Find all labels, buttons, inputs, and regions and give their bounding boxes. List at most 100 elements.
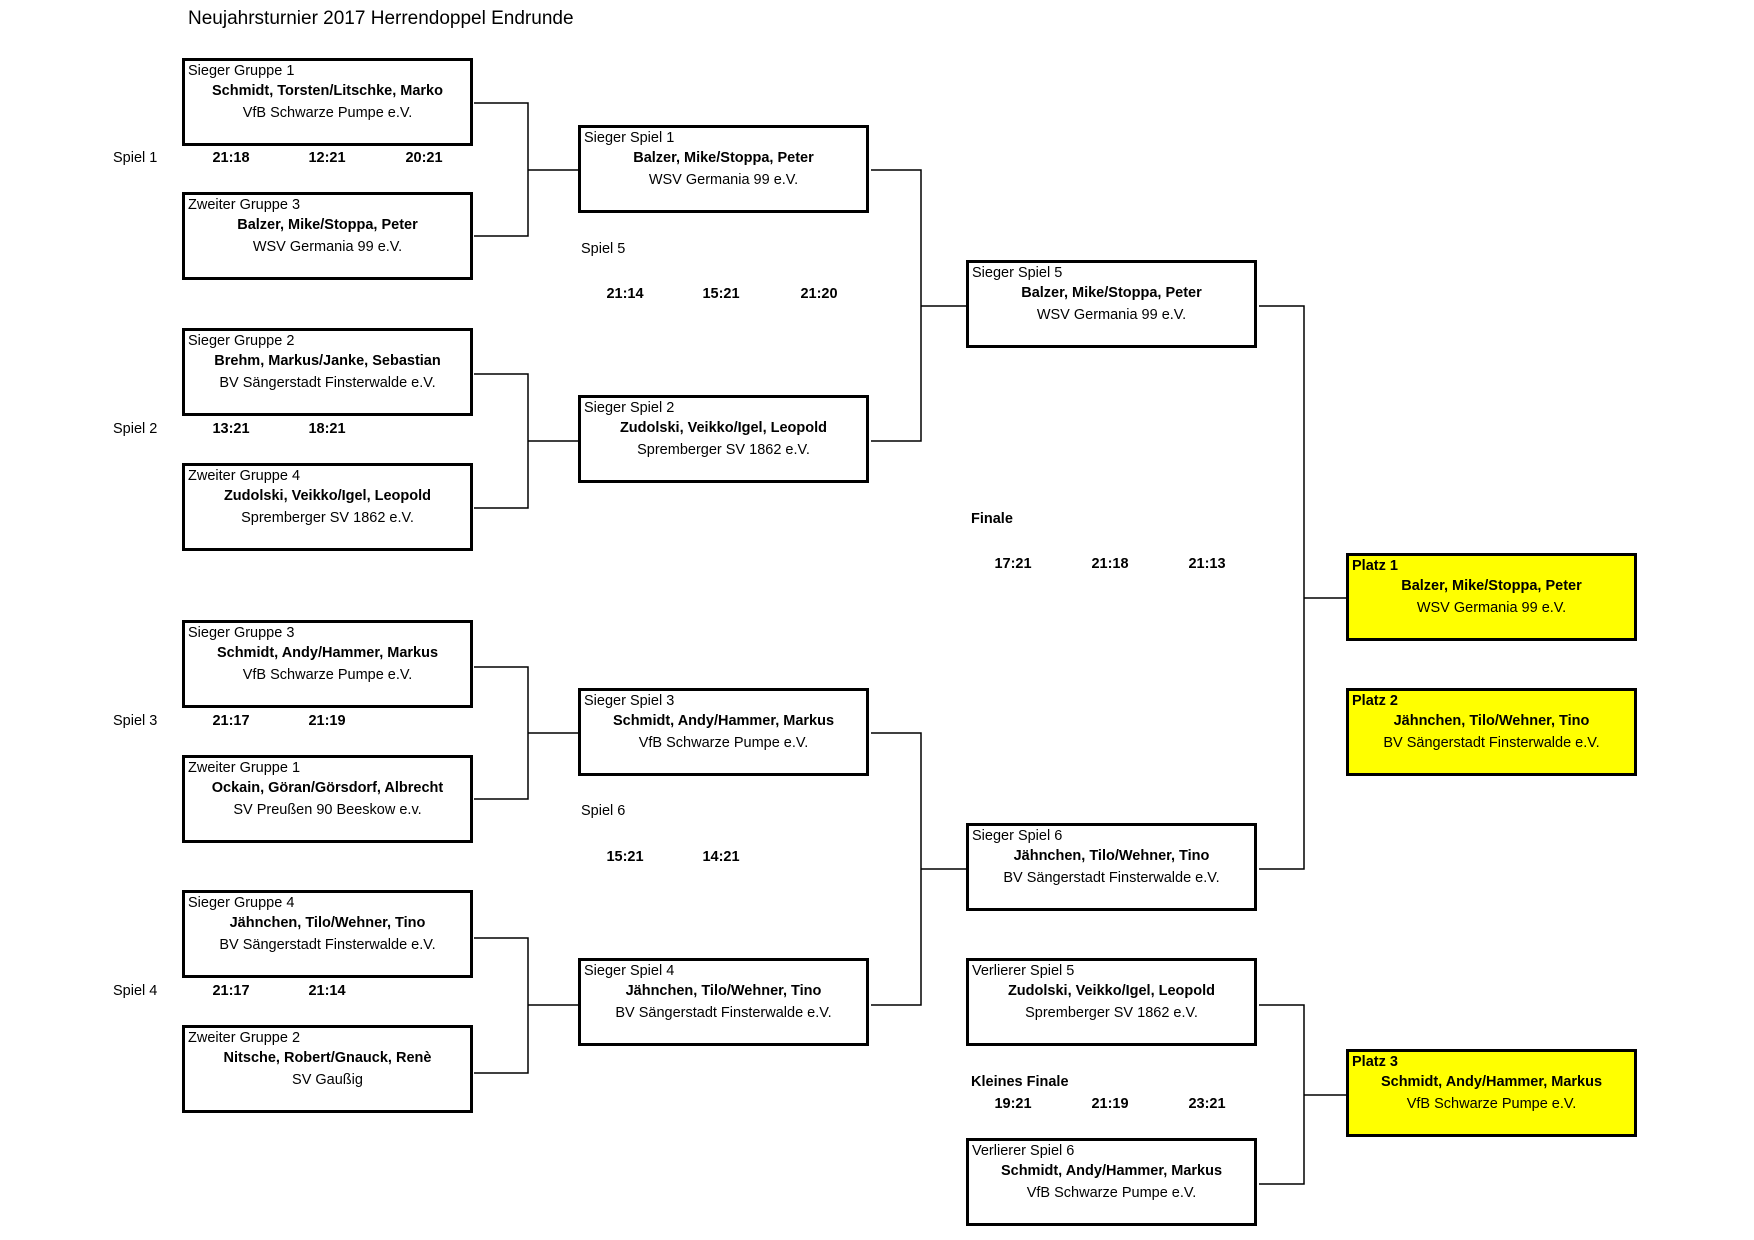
game-label: Spiel 1 <box>113 150 158 166</box>
game-label: Spiel 5 <box>581 241 626 257</box>
club-name: BV Sängerstadt Finsterwalde e.V. <box>219 375 436 391</box>
match-box-round1: Zweiter Gruppe 2 Nitsche, Robert/Gnauck,… <box>182 1025 473 1113</box>
club-name: WSV Germania 99 e.V. <box>1416 600 1567 616</box>
game-label: Kleines Finale <box>971 1074 1069 1090</box>
club-name: SV Preußen 90 Beeskow e.v. <box>233 802 422 818</box>
club-name: BV Sängerstadt Finsterwalde e.V. <box>1383 735 1600 751</box>
place-box-1: Platz 1 Balzer, Mike/Stoppa, Peter WSV G… <box>1346 553 1637 641</box>
club-name: BV Sängerstadt Finsterwalde e.V. <box>615 1005 832 1021</box>
set-score: 21:19 <box>1091 1096 1129 1112</box>
bracket-connector <box>474 373 529 509</box>
match-box-round2: Sieger Spiel 1 Balzer, Mike/Stoppa, Pete… <box>578 125 869 213</box>
set-score: 17:21 <box>994 556 1032 572</box>
box-label: Sieger Gruppe 4 <box>188 895 295 911</box>
match-box-round3: Sieger Spiel 5 Balzer, Mike/Stoppa, Pete… <box>966 260 1257 348</box>
match-box-round1: Sieger Gruppe 1 Schmidt, Torsten/Litschk… <box>182 58 473 146</box>
set-score: 13:21 <box>212 421 250 437</box>
box-label: Sieger Spiel 3 <box>584 693 675 709</box>
game-label: Spiel 3 <box>113 713 158 729</box>
box-label: Zweiter Gruppe 1 <box>188 760 301 776</box>
set-score: 19:21 <box>994 1096 1032 1112</box>
set-score: 15:21 <box>702 286 740 302</box>
club-name: SV Gaußig <box>292 1072 363 1088</box>
club-name: BV Sängerstadt Finsterwalde e.V. <box>1003 870 1220 886</box>
match-box-round1: Zweiter Gruppe 4 Zudolski, Veikko/Igel, … <box>182 463 473 551</box>
club-name: WSV Germania 99 e.V. <box>1036 307 1187 323</box>
game-label: Finale <box>971 511 1013 527</box>
set-score: 12:21 <box>308 150 346 166</box>
box-label: Sieger Spiel 6 <box>972 828 1063 844</box>
match-box-round1: Zweiter Gruppe 1 Ockain, Göran/Görsdorf,… <box>182 755 473 843</box>
player-names: Schmidt, Andy/Hammer, Markus <box>1000 1163 1223 1179</box>
match-box-round3: Verlierer Spiel 5 Zudolski, Veikko/Igel,… <box>966 958 1257 1046</box>
match-box-round2: Sieger Spiel 3 Schmidt, Andy/Hammer, Mar… <box>578 688 869 776</box>
set-score: 21:18 <box>212 150 250 166</box>
player-names: Zudolski, Veikko/Igel, Leopold <box>223 488 432 504</box>
place-box-2: Platz 2 Jähnchen, Tilo/Wehner, Tino BV S… <box>1346 688 1637 776</box>
player-names: Zudolski, Veikko/Igel, Leopold <box>1007 983 1216 999</box>
club-name: WSV Germania 99 e.V. <box>648 172 799 188</box>
set-score: 21:19 <box>308 713 346 729</box>
club-name: Spremberger SV 1862 e.V. <box>241 510 414 526</box>
box-label: Verlierer Spiel 5 <box>972 963 1075 979</box>
player-names: Jähnchen, Tilo/Wehner, Tino <box>1013 848 1210 864</box>
set-score: 21:17 <box>212 713 250 729</box>
club-name: Spremberger SV 1862 e.V. <box>1025 1005 1198 1021</box>
box-label: Sieger Spiel 1 <box>584 130 675 146</box>
set-score: 21:17 <box>212 983 250 999</box>
player-names: Balzer, Mike/Stoppa, Peter <box>237 217 418 233</box>
box-label: Sieger Gruppe 2 <box>188 333 295 349</box>
player-names: Balzer, Mike/Stoppa, Peter <box>1021 285 1202 301</box>
player-names: Brehm, Markus/Janke, Sebastian <box>214 353 441 369</box>
set-score: 14:21 <box>702 849 740 865</box>
match-box-round1: Zweiter Gruppe 3 Balzer, Mike/Stoppa, Pe… <box>182 192 473 280</box>
game-label: Spiel 2 <box>113 421 158 437</box>
player-names: Schmidt, Torsten/Litschke, Marko <box>212 83 443 99</box>
player-names: Schmidt, Andy/Hammer, Markus <box>1380 1074 1603 1090</box>
box-label: Zweiter Gruppe 3 <box>188 197 301 213</box>
game-label: Spiel 4 <box>113 983 158 999</box>
club-name: Spremberger SV 1862 e.V. <box>637 442 810 458</box>
set-score: 21:18 <box>1091 556 1129 572</box>
box-label: Sieger Spiel 2 <box>584 400 675 416</box>
player-names: Jähnchen, Tilo/Wehner, Tino <box>1393 713 1590 729</box>
player-names: Nitsche, Robert/Gnauck, Renè <box>223 1050 432 1066</box>
box-label: Sieger Spiel 4 <box>584 963 675 979</box>
club-name: WSV Germania 99 e.V. <box>252 239 403 255</box>
box-label: Verlierer Spiel 6 <box>972 1143 1075 1159</box>
bracket-connector <box>474 666 529 800</box>
match-box-round1: Sieger Gruppe 2 Brehm, Markus/Janke, Seb… <box>182 328 473 416</box>
bracket-connector <box>474 102 529 237</box>
place-label: Platz 3 <box>1352 1054 1398 1070</box>
place-box-3: Platz 3 Schmidt, Andy/Hammer, Markus VfB… <box>1346 1049 1637 1137</box>
club-name: VfB Schwarze Pumpe e.V. <box>1026 1185 1197 1201</box>
club-name: VfB Schwarze Pumpe e.V. <box>1406 1096 1577 1112</box>
set-score: 21:13 <box>1188 556 1226 572</box>
bracket-connector <box>1259 1004 1305 1185</box>
player-names: Balzer, Mike/Stoppa, Peter <box>633 150 814 166</box>
set-score: 21:14 <box>308 983 346 999</box>
set-score: 18:21 <box>308 421 346 437</box>
box-label: Sieger Spiel 5 <box>972 265 1063 281</box>
box-label: Zweiter Gruppe 4 <box>188 468 301 484</box>
player-names: Ockain, Göran/Görsdorf, Albrecht <box>211 780 444 796</box>
box-label: Sieger Gruppe 3 <box>188 625 295 641</box>
bracket-connector <box>1259 305 1305 870</box>
bracket-connector <box>871 732 922 1006</box>
box-label: Zweiter Gruppe 2 <box>188 1030 301 1046</box>
set-score: 23:21 <box>1188 1096 1226 1112</box>
set-score: 21:20 <box>800 286 838 302</box>
club-name: BV Sängerstadt Finsterwalde e.V. <box>219 937 436 953</box>
place-label: Platz 1 <box>1352 558 1398 574</box>
player-names: Jähnchen, Tilo/Wehner, Tino <box>625 983 822 999</box>
match-box-round2: Sieger Spiel 4 Jähnchen, Tilo/Wehner, Ti… <box>578 958 869 1046</box>
page-title: Neujahrsturnier 2017 Herrendoppel Endrun… <box>188 8 574 29</box>
box-label: Sieger Gruppe 1 <box>188 63 295 79</box>
player-names: Schmidt, Andy/Hammer, Markus <box>216 645 439 661</box>
set-score: 21:14 <box>606 286 644 302</box>
game-label: Spiel 6 <box>581 803 626 819</box>
bracket-connector <box>474 937 529 1074</box>
match-box-round3: Sieger Spiel 6 Jähnchen, Tilo/Wehner, Ti… <box>966 823 1257 911</box>
player-names: Jähnchen, Tilo/Wehner, Tino <box>229 915 426 931</box>
